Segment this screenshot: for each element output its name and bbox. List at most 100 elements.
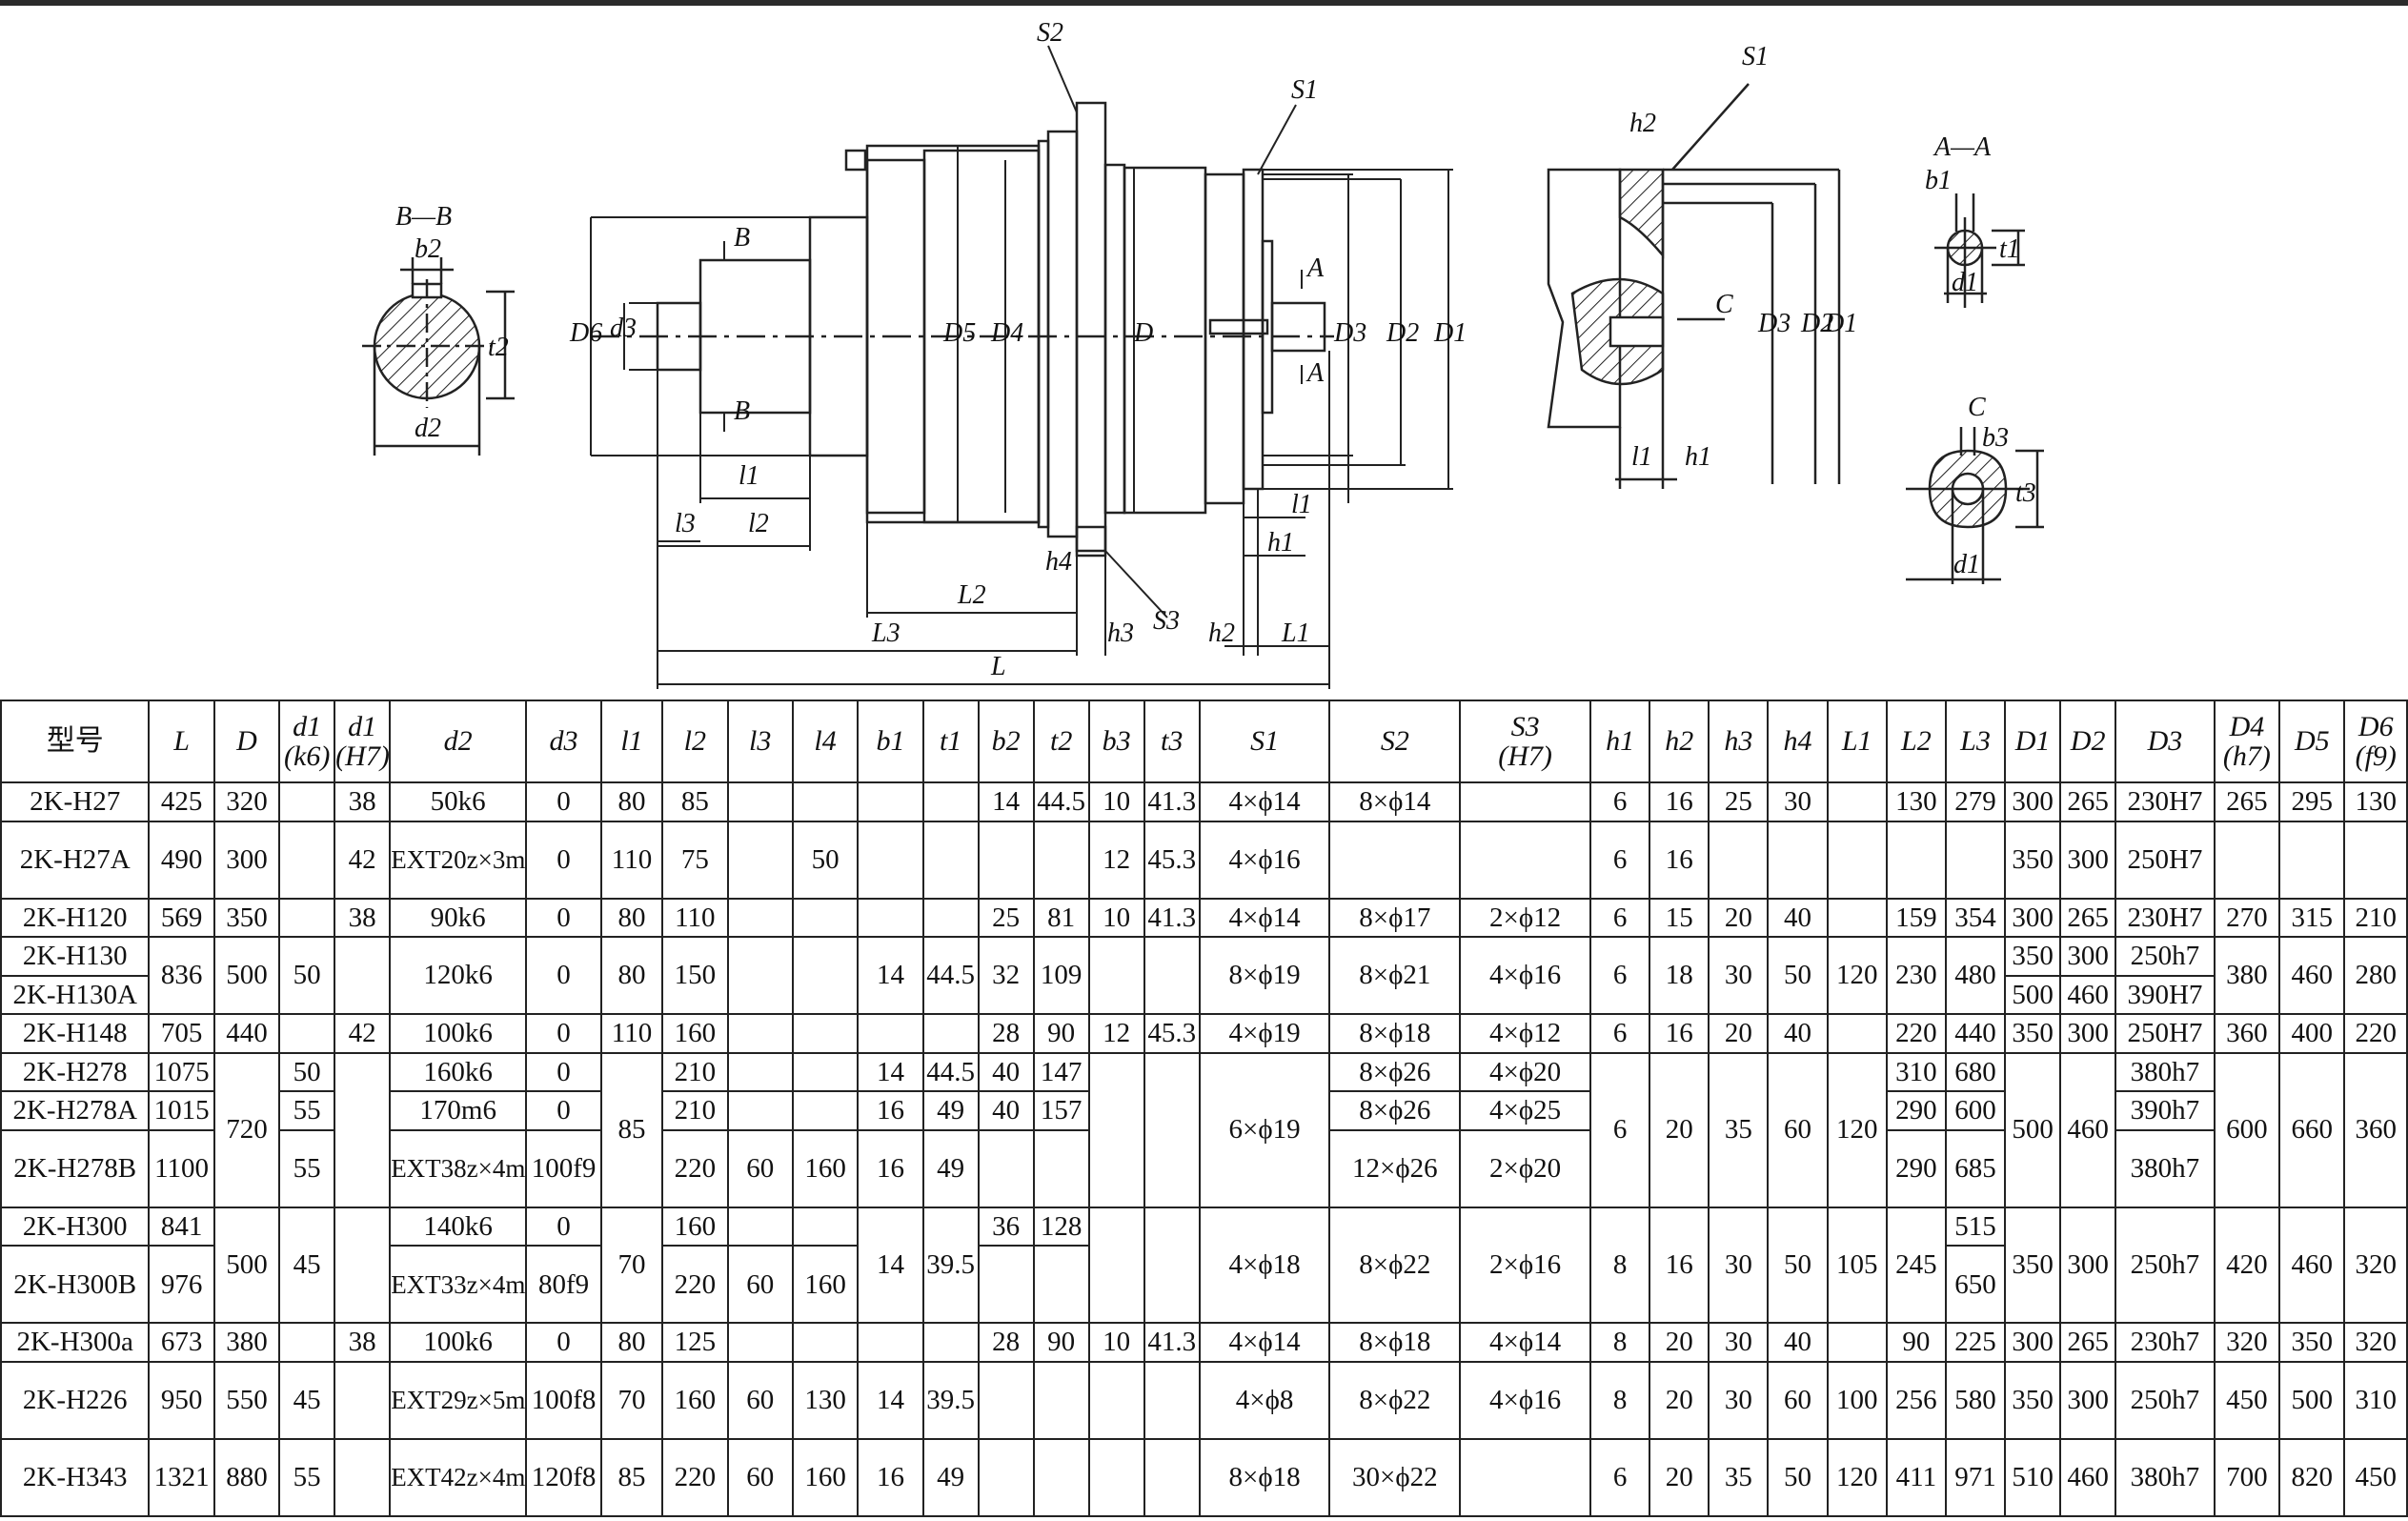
table-cell (791, 897, 860, 939)
table-cell: 25 (977, 897, 1035, 939)
table-cell: 460 (2059, 1437, 2117, 1518)
table-row: 2K-H300B 976 EXT33z×4m×20p 80f9 220 60 1… (0, 1245, 2407, 1325)
label-s1: S1 (1291, 75, 1318, 105)
table-cell: 500 (2004, 974, 2062, 1016)
table-cell: 81 (1032, 897, 1090, 939)
table-cell: 20 (1649, 1322, 1710, 1363)
table-cell: 41.3 (1143, 781, 1201, 822)
table-cell: 8×ϕ26 (1328, 1090, 1462, 1131)
table-row: 2K-H226 950 550 45 EXT29z×5m×30p 100f8 7… (0, 1360, 2408, 1440)
table-cell: 440 (212, 1013, 281, 1054)
table-cell: 380 (212, 1322, 281, 1363)
section-aa (1934, 193, 2025, 308)
table-cell (1143, 1051, 1201, 1208)
header-cell: D (212, 700, 281, 783)
header-cell: b2 (977, 700, 1035, 783)
header-cell: D3 (2115, 700, 2216, 783)
table-cell (791, 1206, 860, 1247)
table-cell: 971 (1944, 1437, 2007, 1518)
table-cell: 39.5 (921, 1360, 980, 1440)
label-bb: B—B (395, 202, 452, 232)
table-cell: 150 (661, 936, 729, 1016)
table-cell (977, 1437, 1035, 1518)
table-cell (791, 1322, 860, 1363)
table-cell: 6 (1588, 936, 1651, 1016)
table-cell: 300 (2004, 897, 2062, 939)
table-cell: 220 (1885, 1013, 1947, 1054)
table-cell: 70 (599, 1206, 664, 1325)
table-cell: 110 (599, 820, 664, 900)
table-cell (1826, 820, 1888, 900)
table-cell: 425 (148, 781, 215, 822)
table-cell: 350 (2004, 820, 2062, 900)
table-cell: 0 (525, 1013, 602, 1054)
table-cell: 265 (2059, 1322, 2117, 1363)
table-cell (726, 1013, 794, 1054)
table-cell: 350 (2278, 1322, 2346, 1363)
table-cell: 35 (1708, 1437, 1770, 1518)
table-cell: 12 (1087, 1013, 1145, 1054)
table-cell (334, 936, 392, 1016)
table-cell: 16 (857, 1437, 924, 1518)
table-cell: 2K-H226 (0, 1360, 151, 1440)
table-cell: 18 (1649, 936, 1710, 1016)
table-cell: 8×ϕ26 (1328, 1051, 1462, 1093)
table-cell: 16 (1649, 820, 1710, 900)
table-cell: 170m6 (389, 1090, 528, 1131)
table-cell (977, 1245, 1035, 1325)
table-cell (1885, 820, 1947, 900)
table-cell: 220 (661, 1128, 729, 1208)
table-cell: 8 (1588, 1360, 1651, 1440)
table-cell: 2K-H130A (0, 974, 151, 1016)
table-cell: EXT29z×5m×30p (389, 1360, 528, 1440)
table-cell (1087, 1360, 1145, 1440)
label-d2: d2 (415, 414, 441, 443)
table-cell (1143, 936, 1201, 1016)
table-cell (726, 820, 794, 900)
table-cell (1826, 1013, 1888, 1054)
table-cell: 380 (2213, 936, 2281, 1016)
table-cell: 50 (1767, 936, 1829, 1016)
header-cell: h2 (1649, 700, 1710, 783)
table-cell: 380h7 (2115, 1051, 2216, 1093)
table-cell: 265 (2213, 781, 2281, 822)
table-cell: 230H7 (2115, 781, 2216, 822)
label-detail-D1: D1 (1824, 309, 1857, 338)
header-cell: t3 (1143, 700, 1201, 783)
table-cell (857, 1322, 924, 1363)
table-cell (1826, 1322, 1888, 1363)
table-cell: 4×ϕ14 (1198, 1322, 1331, 1363)
table-cell: 8 (1588, 1322, 1651, 1363)
table-cell (2343, 820, 2408, 900)
table-cell: 38 (334, 781, 392, 822)
table-cell: 600 (1944, 1090, 2007, 1131)
table-cell: 220 (661, 1245, 729, 1325)
table-cell (726, 897, 794, 939)
table-cell (278, 820, 336, 900)
detail-view-flange (1547, 83, 1841, 489)
table-cell (921, 1013, 980, 1054)
table-cell: 20 (1649, 1051, 1710, 1208)
table-cell: 30 (1767, 781, 1829, 822)
table-cell: 230h7 (2115, 1322, 2216, 1363)
table-cell: 2K-H120 (0, 897, 151, 939)
label-detail-c: C (1715, 290, 1733, 319)
table-cell: 4×ϕ16 (1198, 820, 1331, 900)
table-cell: 460 (2278, 1206, 2346, 1325)
table-cell: 685 (1944, 1128, 2007, 1208)
table-cell: 550 (212, 1360, 281, 1440)
table-cell: 836 (148, 936, 215, 1016)
table-cell: 0 (525, 936, 602, 1016)
table-cell: 14 (857, 1206, 924, 1325)
section-bb (362, 257, 515, 456)
table-cell: 230 (1885, 936, 1947, 1016)
table-row: 2K-H130A 500 460 390H7 (0, 974, 2407, 1016)
table-cell: 160 (661, 1206, 729, 1247)
label-h1-right: h1 (1267, 528, 1294, 558)
table-cell: 1100 (148, 1128, 215, 1208)
label-aa-t1: t1 (1999, 234, 2020, 264)
table-cell: 160 (661, 1013, 729, 1054)
table-cell: 55 (278, 1128, 336, 1208)
table-cell: 36 (977, 1206, 1035, 1247)
table-cell: 4×ϕ18 (1198, 1206, 1331, 1325)
